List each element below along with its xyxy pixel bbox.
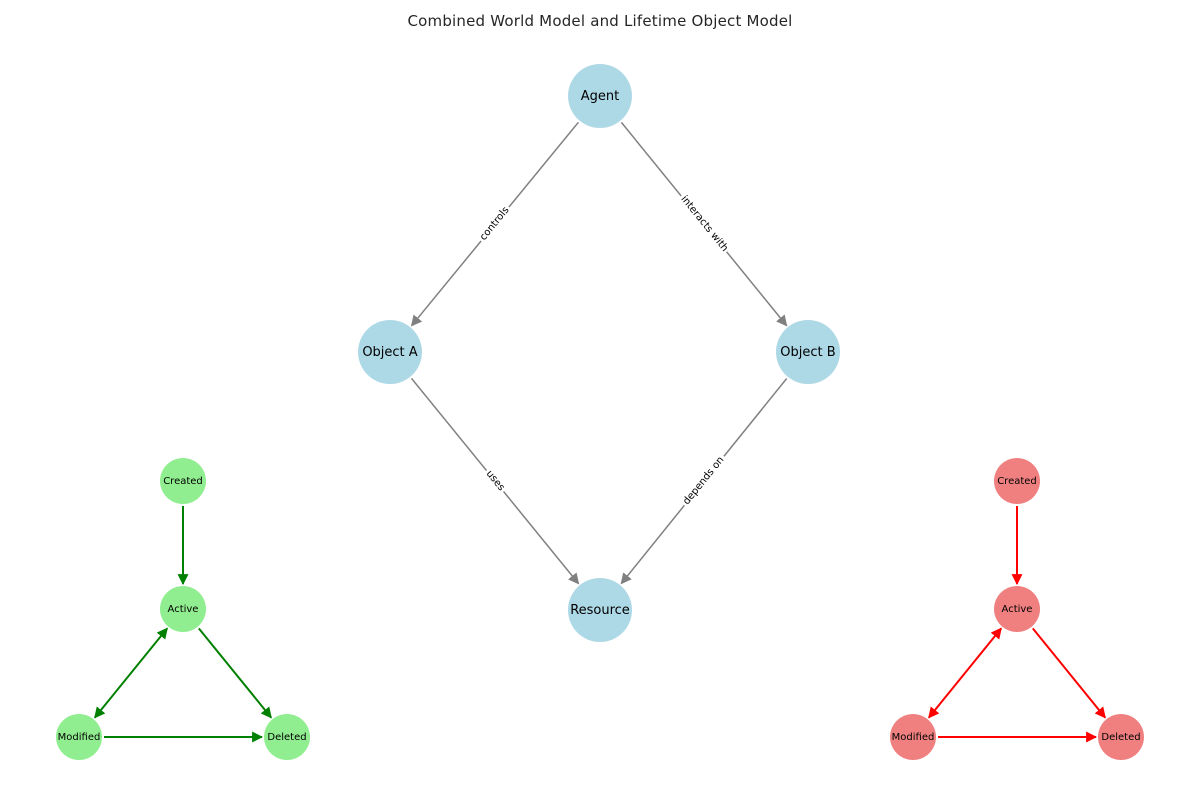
node-green-created: Created: [160, 458, 206, 504]
node-red-deleted: Deleted: [1098, 714, 1144, 760]
node-green-modified: Modified: [56, 714, 102, 760]
node-object-a: Object A: [358, 320, 422, 384]
node-red-created-label: Created: [997, 475, 1037, 487]
node-agent-label: Agent: [580, 88, 620, 104]
edge-red-active-deleted: [1032, 627, 1106, 719]
edge-green-active-deleted: [198, 627, 272, 719]
figure-title: Combined World Model and Lifetime Object…: [407, 12, 793, 30]
node-object-a-label: Object A: [362, 344, 418, 360]
node-agent: Agent: [568, 64, 632, 128]
edge-red-active-modified: [928, 627, 1002, 719]
node-object-b-label: Object B: [780, 344, 836, 360]
node-green-created-label: Created: [163, 475, 203, 487]
node-red-modified-label: Modified: [891, 731, 935, 743]
node-red-modified: Modified: [890, 714, 936, 760]
edge-green-active-modified: [94, 627, 168, 719]
node-red-active: Active: [994, 586, 1040, 632]
node-green-modified-label: Modified: [57, 731, 101, 743]
node-green-deleted-label: Deleted: [267, 731, 307, 743]
node-green-deleted: Deleted: [264, 714, 310, 760]
node-green-active-label: Active: [167, 603, 199, 615]
node-red-created: Created: [994, 458, 1040, 504]
node-resource: Resource: [568, 578, 632, 642]
node-red-deleted-label: Deleted: [1101, 731, 1141, 743]
node-green-active: Active: [160, 586, 206, 632]
node-object-b: Object B: [776, 320, 840, 384]
node-resource-label: Resource: [570, 602, 630, 618]
node-red-active-label: Active: [1001, 603, 1033, 615]
